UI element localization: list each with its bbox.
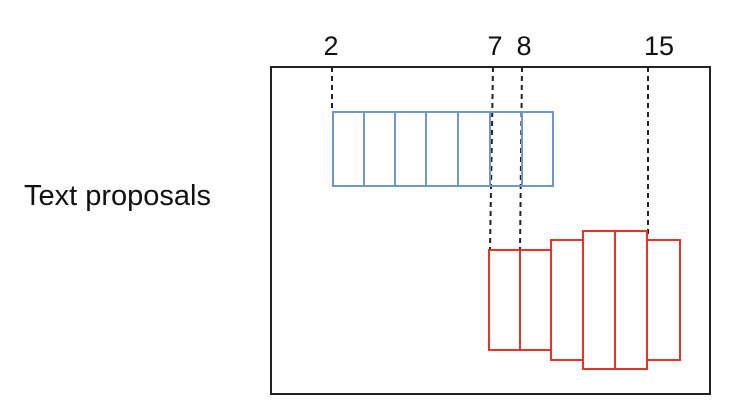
red-proposal-box — [614, 230, 648, 370]
blue-proposal-box — [425, 111, 459, 187]
image-frame — [270, 66, 711, 395]
position-label-2: 2 — [323, 31, 338, 61]
blue-proposal-box — [394, 111, 427, 187]
red-proposal-box — [519, 249, 552, 351]
text-proposals-label: Text proposals — [24, 180, 211, 212]
red-proposal-box — [550, 239, 584, 361]
position-label-15: 15 — [644, 31, 674, 61]
red-proposal-box — [582, 230, 616, 370]
red-proposal-box — [488, 249, 521, 351]
red-proposal-group — [488, 230, 681, 370]
position-label-7: 7 — [487, 31, 502, 61]
position-label-8: 8 — [516, 31, 531, 61]
blue-proposal-box — [489, 111, 523, 187]
red-proposal-box — [646, 239, 681, 361]
blue-proposal-group — [332, 111, 554, 187]
blue-proposal-box — [332, 111, 365, 187]
blue-proposal-box — [521, 111, 554, 187]
blue-proposal-box — [363, 111, 396, 187]
blue-proposal-box — [457, 111, 491, 187]
guide-line-7 — [489, 66, 494, 251]
